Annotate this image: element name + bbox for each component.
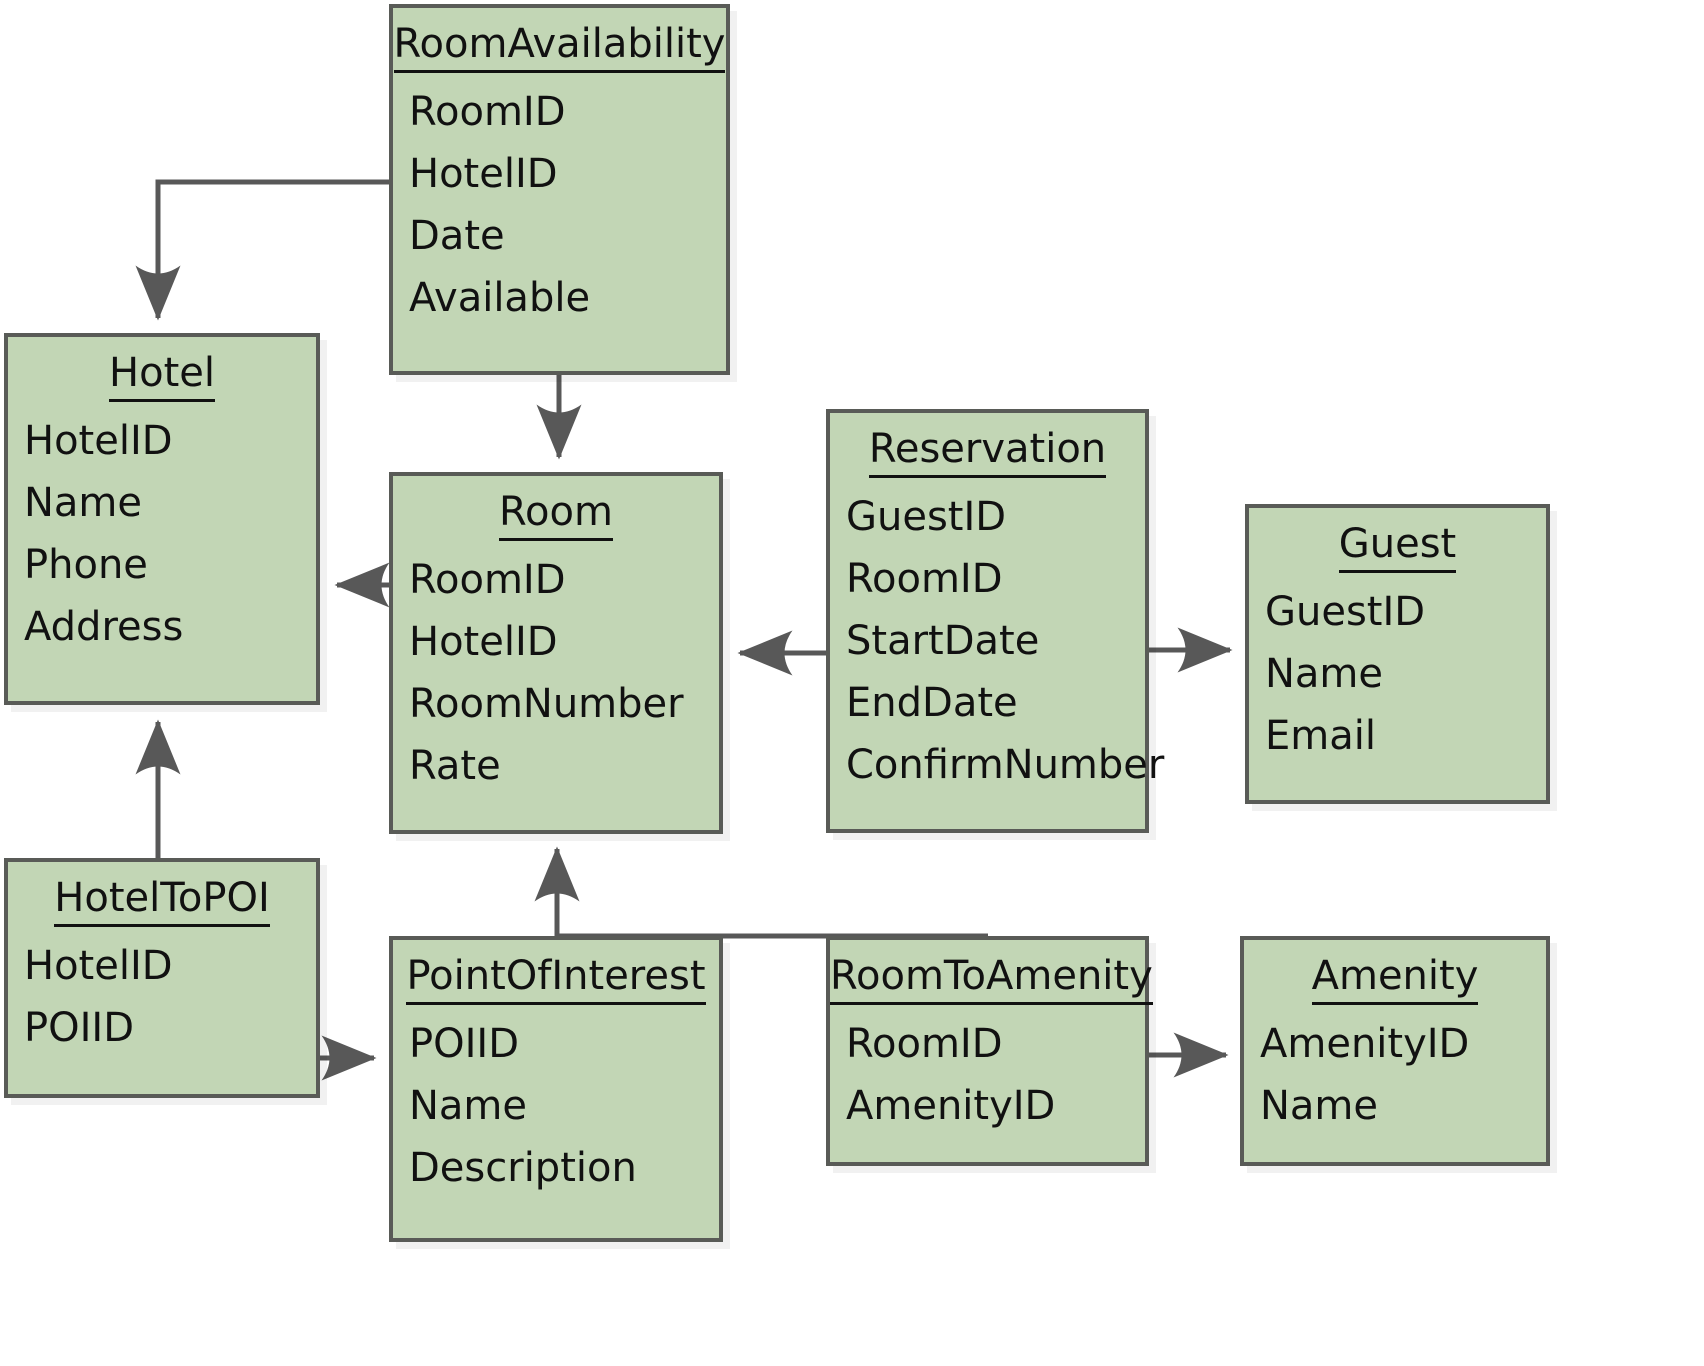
entity-title: Room [393, 489, 719, 541]
entity-title: HotelToPOI [8, 875, 316, 927]
entity-room[interactable]: Room RoomID HotelID RoomNumber Rate [389, 472, 723, 834]
entity-roomtoamenity[interactable]: RoomToAmenity RoomID AmenityID [826, 936, 1153, 1166]
attribute-item: HotelID [24, 418, 173, 464]
attribute-item: EndDate [846, 680, 1018, 726]
entity-amenity[interactable]: Amenity AmenityID Name [1240, 936, 1550, 1166]
attribute-item: HotelID [24, 943, 173, 989]
attribute-item: Address [24, 604, 184, 650]
attribute-item: POIID [409, 1021, 519, 1067]
entity-reservation[interactable]: Reservation GuestID RoomID StartDate End… [826, 409, 1165, 833]
attribute-item: Name [1260, 1083, 1379, 1129]
attribute-list: RoomID HotelID Date Available [393, 70, 726, 318]
attribute-item: Name [24, 480, 143, 526]
entity-title: Reservation [830, 426, 1145, 478]
attribute-item: POIID [24, 1005, 134, 1051]
entity-roomavailability[interactable]: RoomAvailability RoomID HotelID Date Ava… [389, 4, 730, 375]
entity-pointofinterest[interactable]: PointOfInterest POIID Name Description [389, 936, 723, 1242]
attribute-list: GuestID RoomID StartDate EndDate Confirm… [830, 475, 1165, 788]
attribute-list: HotelID Name Phone Address [8, 399, 316, 647]
entity-title: PointOfInterest [393, 953, 719, 1005]
attribute-item: Description [409, 1145, 637, 1191]
attribute-list: GuestID Name Email [1249, 570, 1546, 756]
attribute-item: RoomID [846, 556, 1003, 602]
edge-roomavailability-to-hotel [135, 179, 389, 321]
entity-hoteltopoi[interactable]: HotelToPOI HotelID POIID [4, 858, 320, 1098]
attribute-item: AmenityID [1260, 1021, 1470, 1067]
attribute-item: Available [409, 275, 591, 321]
attribute-item: ConfirmNumber [846, 742, 1165, 788]
attribute-list: HotelID POIID [8, 924, 316, 1048]
entity-title: Amenity [1244, 953, 1546, 1005]
attribute-item: Phone [24, 542, 148, 588]
attribute-item: RoomID [846, 1021, 1003, 1067]
attribute-item: StartDate [846, 618, 1040, 664]
entity-title: RoomToAmenity [830, 953, 1153, 1005]
entity-hotel[interactable]: Hotel HotelID Name Phone Address [4, 333, 320, 705]
entity-title: Hotel [8, 350, 316, 402]
attribute-item: GuestID [846, 494, 1007, 540]
entity-title: RoomAvailability [393, 21, 726, 73]
attribute-list: POIID Name Description [393, 1002, 719, 1188]
attribute-list: RoomID HotelID RoomNumber Rate [393, 538, 719, 786]
attribute-item: Name [1265, 651, 1384, 697]
attribute-item: RoomID [409, 557, 566, 603]
edge-roomtoamenity-to-room [534, 846, 988, 939]
attribute-item: RoomNumber [409, 681, 684, 727]
attribute-list: AmenityID Name [1244, 1002, 1546, 1126]
attribute-item: Rate [409, 743, 501, 789]
attribute-item: Email [1265, 713, 1376, 759]
attribute-item: HotelID [409, 619, 558, 665]
attribute-item: Name [409, 1083, 528, 1129]
entity-title: Guest [1249, 521, 1546, 573]
attribute-list: RoomID AmenityID [830, 1002, 1145, 1126]
attribute-item: HotelID [409, 151, 558, 197]
attribute-item: Date [409, 213, 505, 259]
entity-guest[interactable]: Guest GuestID Name Email [1245, 504, 1550, 804]
attribute-item: GuestID [1265, 589, 1426, 635]
attribute-item: RoomID [409, 89, 566, 135]
attribute-item: AmenityID [846, 1083, 1056, 1129]
